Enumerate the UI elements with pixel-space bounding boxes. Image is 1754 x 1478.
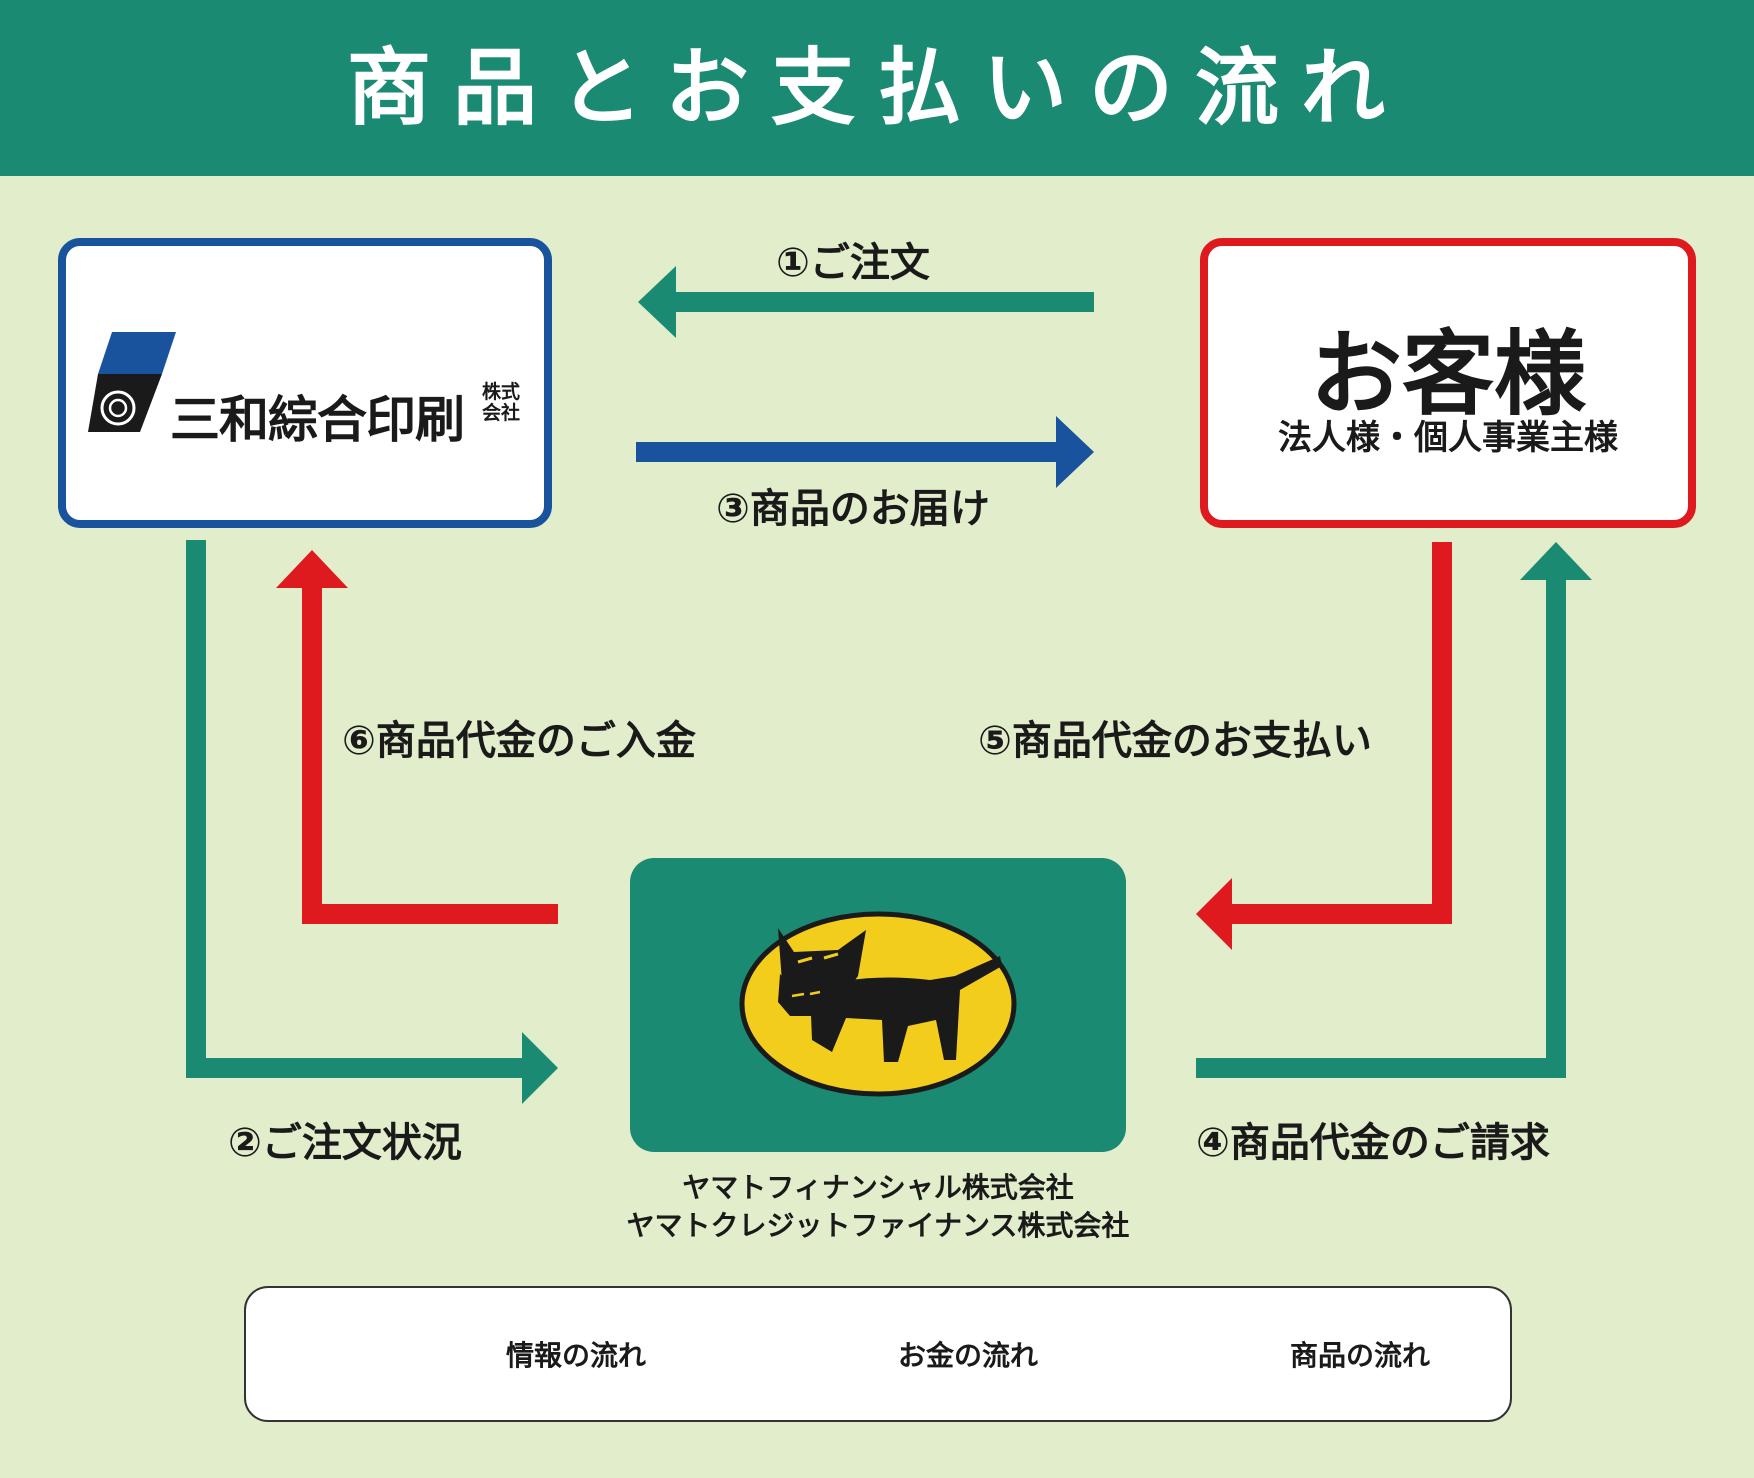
step-5-label: ⑤商品代金のお支払い <box>978 718 1372 764</box>
legend-label-info: 情報の流れ <box>506 1339 647 1372</box>
title-bar <box>0 0 1754 176</box>
legend <box>244 1286 1512 1422</box>
black-cat-icon <box>739 911 1017 1097</box>
page-title: 商品とお支払いの流れ <box>346 39 1407 137</box>
step-1-label: ①ご注文 <box>776 240 930 286</box>
arrow-billing <box>1196 542 1592 1078</box>
legend-label-money: お金の流れ <box>898 1339 1039 1372</box>
yamato-company-2: ヤマトクレジットファイナンス株式会社 <box>626 1209 1130 1242</box>
sanwa-company-suffix: 株式会社 <box>482 381 521 424</box>
arrow-order-status <box>186 540 558 1104</box>
legend-label-goods: 商品の流れ <box>1290 1339 1431 1372</box>
step-4-label: ④商品代金のご請求 <box>1196 1120 1550 1166</box>
step-2-label: ②ご注文状況 <box>228 1120 462 1166</box>
sanwa-company-name: 三和綜合印刷 <box>170 391 465 449</box>
sanwa-logo-icon <box>88 332 176 432</box>
step-6-label: ⑥商品代金のご入金 <box>342 718 696 764</box>
arrow-delivery <box>636 416 1094 488</box>
arrow-payment <box>1196 542 1452 950</box>
yamato-company-1: ヤマトフィナンシャル株式会社 <box>682 1171 1074 1204</box>
arrow-deposit <box>276 550 558 924</box>
customer-subtitle: 法人様・個人事業主様 <box>1278 418 1618 458</box>
customer-title: お客様 <box>1309 321 1586 428</box>
customer-box <box>1200 238 1696 528</box>
arrow-order <box>638 266 1094 338</box>
step-3-label: ③商品のお届け <box>716 486 990 532</box>
